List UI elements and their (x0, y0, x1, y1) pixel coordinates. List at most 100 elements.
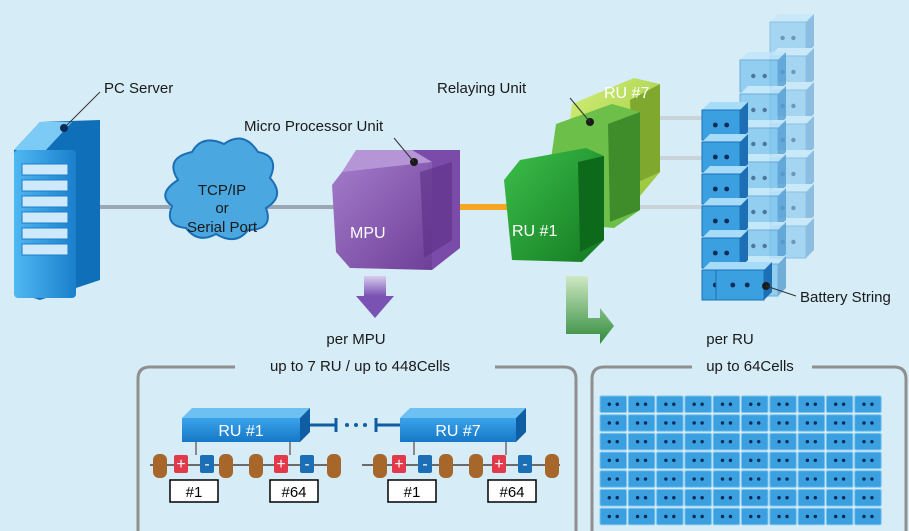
grid-cell (854, 489, 882, 507)
ru-down-arrow (566, 276, 614, 344)
plus-terminal (174, 455, 188, 473)
cell-number-label: #1 (186, 484, 203, 501)
plus-terminal (392, 455, 406, 473)
connector-node (327, 454, 341, 478)
connector-node (153, 454, 167, 478)
ru-panel-title: per RU (706, 331, 754, 348)
grid-cell (684, 414, 712, 432)
mpu-down-arrow (356, 276, 394, 318)
grid-cell (684, 432, 712, 451)
grid-cell (854, 507, 882, 526)
pc-server-label: PC Server (104, 80, 173, 97)
cell-number-label: #64 (499, 484, 524, 501)
plus-sign: + (176, 456, 185, 473)
connector-node (545, 454, 559, 478)
ru-panel-subtitle: up to 64Cells (706, 358, 794, 375)
plus-sign: + (394, 456, 403, 473)
grid-cell (599, 432, 627, 451)
grid-cell (627, 451, 656, 470)
ru-chain-link (310, 418, 400, 432)
grid-cell (627, 507, 656, 526)
grid-cell (797, 395, 826, 413)
connector-node (219, 454, 233, 478)
grid-cell (627, 432, 656, 451)
grid-cell (627, 470, 656, 488)
ru7-label: RU #7 (604, 85, 649, 102)
minus-terminal (200, 455, 214, 473)
network-cloud-icon (164, 137, 278, 241)
plus-terminal (492, 455, 506, 473)
minus-terminal (300, 455, 314, 473)
battery-string-label: Battery String (800, 289, 891, 306)
mpu-panel-title: per MPU (326, 331, 385, 348)
grid-cell (769, 451, 797, 470)
battery-cell-icon (701, 102, 748, 141)
grid-cell (769, 414, 797, 432)
cell-number-label: #1 (404, 484, 421, 501)
cell-number-label: #64 (281, 484, 306, 501)
minus-sign: - (304, 456, 309, 473)
mpu-label: MPU (350, 225, 386, 242)
grid-cell (769, 507, 797, 526)
grid-cell (825, 451, 854, 470)
grid-cell (769, 395, 797, 413)
grid-cell (712, 507, 741, 526)
grid-cell (656, 507, 684, 526)
minus-terminal (418, 455, 432, 473)
grid-cell (656, 470, 684, 488)
grid-cell (797, 470, 826, 488)
grid-cell (797, 489, 826, 507)
pc-server-icon (14, 120, 100, 300)
plus-terminal (274, 455, 288, 473)
grid-cell (741, 414, 769, 432)
ru1-icon (504, 148, 604, 262)
cell-grid (599, 395, 882, 526)
grid-cell (825, 432, 854, 451)
grid-cell (599, 470, 627, 488)
grid-cell (656, 414, 684, 432)
grid-cell (825, 507, 854, 526)
grid-cell (712, 432, 741, 451)
cell-number-box (269, 479, 319, 503)
grid-cell (741, 470, 769, 488)
grid-cell (599, 451, 627, 470)
grid-cell (854, 395, 882, 413)
connector-node (439, 454, 453, 478)
grid-cell (797, 507, 826, 526)
grid-cell (769, 470, 797, 488)
grid-cell (656, 395, 684, 413)
plus-sign: + (494, 456, 503, 473)
grid-cell (769, 489, 797, 507)
grid-cell (712, 414, 741, 432)
grid-cell (741, 395, 769, 413)
grid-cell (741, 432, 769, 451)
grid-cell (712, 451, 741, 470)
grid-cell (684, 489, 712, 507)
grid-cell (599, 489, 627, 507)
grid-cell (684, 470, 712, 488)
minus-terminal (518, 455, 532, 473)
grid-cell (854, 414, 882, 432)
grid-cell (684, 507, 712, 526)
grid-cell (656, 451, 684, 470)
grid-cell (656, 489, 684, 507)
grid-cell (684, 451, 712, 470)
grid-cell (854, 432, 882, 451)
mpu-caption: Micro Processor Unit (244, 118, 384, 135)
ru-box-right (400, 408, 526, 442)
ru-panel (590, 365, 908, 531)
mpu-panel (136, 365, 578, 531)
grid-cell (741, 451, 769, 470)
cell-number-box (387, 479, 437, 503)
ru-box-left (182, 408, 310, 442)
network-label-line2: or (215, 200, 228, 217)
battery-string-icon (701, 14, 814, 301)
grid-cell (825, 470, 854, 488)
grid-cell (741, 489, 769, 507)
grid-cell (712, 470, 741, 488)
grid-cell (797, 451, 826, 470)
grid-cell (599, 414, 627, 432)
mpu-icon (332, 150, 460, 270)
minus-sign: - (422, 456, 427, 473)
